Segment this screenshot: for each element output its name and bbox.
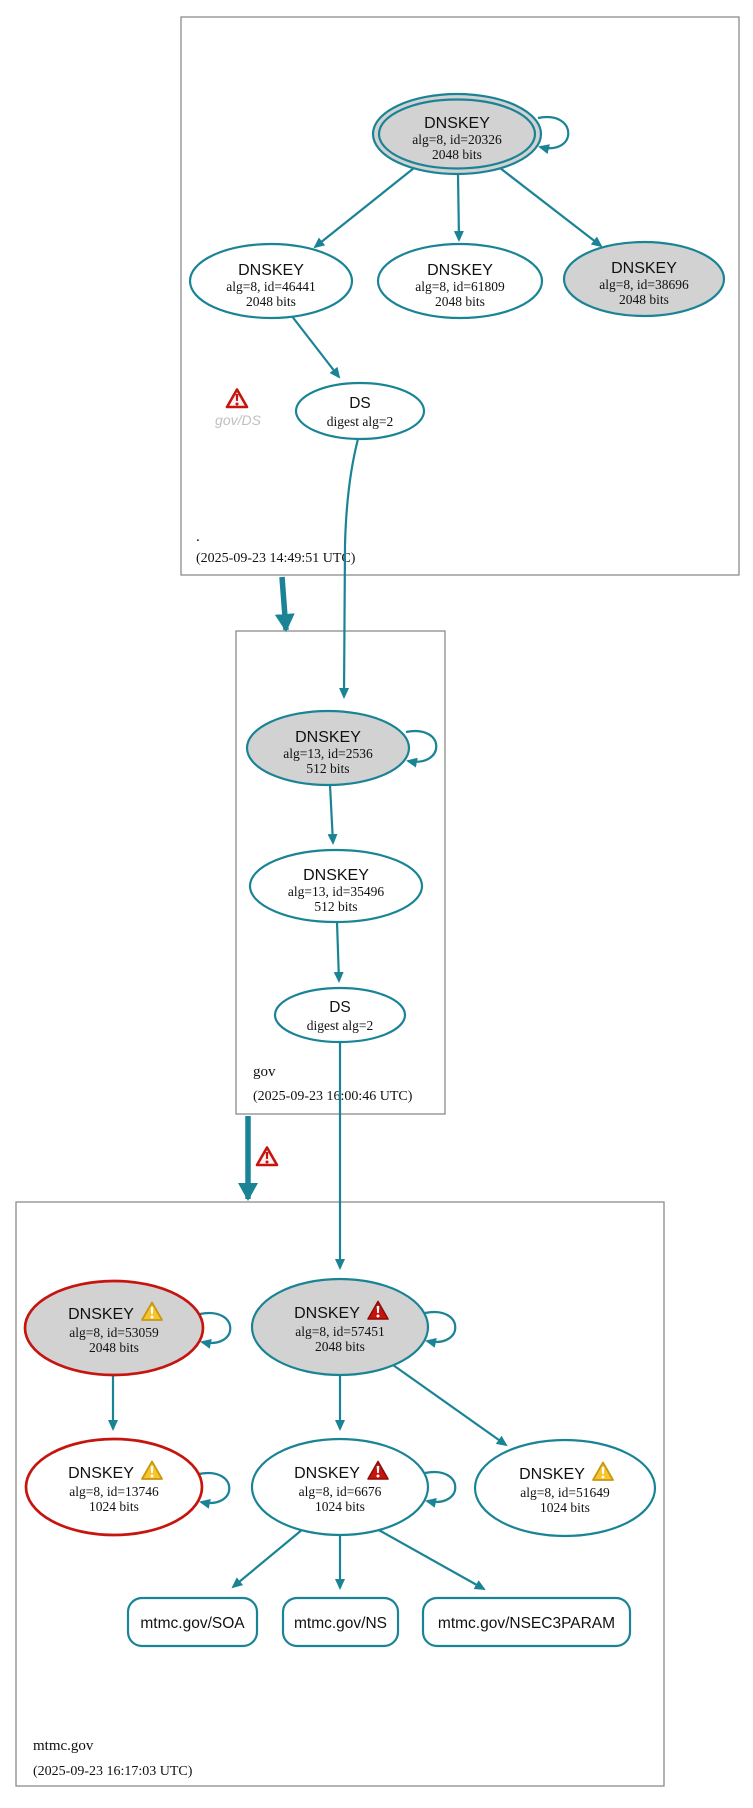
edge-ksk20326-to-zsk46441: [313, 167, 415, 249]
rrset-label: mtmc.gov/NSEC3PARAM: [438, 1615, 615, 1632]
node-title: DS: [329, 999, 351, 1016]
node-title: DNSKEY: [424, 115, 490, 132]
node-title: DNSKEY: [295, 729, 361, 746]
edge-zsk46441-to-ds: [290, 314, 341, 379]
node-detail: alg=8, id=13746: [69, 1484, 159, 1499]
node-detail: alg=8, id=57451: [295, 1324, 384, 1339]
dnskey-53059-ellipse: [23, 1279, 205, 1377]
node-detail: alg=8, id=38696: [599, 277, 689, 292]
node-bits: 2048 bits: [315, 1339, 365, 1354]
edge-ksk20326-to-zsk61809: [453, 173, 464, 242]
dnskey-6676-ellipse: [250, 1437, 430, 1537]
dnskey-2536-ellipse: [245, 709, 411, 787]
zone-timestamp-root: (2025-09-23 14:49:51 UTC): [196, 551, 356, 566]
node-title: DNSKEY: [303, 867, 369, 884]
dnskey-node-2536: DNSKEY alg=13, id=2536 512 bits: [245, 709, 411, 787]
self-loop-ksk20326: [537, 115, 570, 154]
edge-zsk35496-to-ds: [333, 921, 344, 983]
node-title: DNSKEY: [68, 1465, 134, 1482]
dnskey-node-57451: DNSKEY alg=8, id=57451 2048 bits: [250, 1277, 430, 1377]
node-title: DNSKEY: [238, 262, 304, 279]
ds-gov-ellipse: [273, 986, 407, 1044]
node-detail: digest alg=2: [307, 1018, 373, 1033]
dnskey-38696-ellipse: [562, 240, 726, 318]
rrset-node-ns: mtmc.gov/NS: [281, 1596, 400, 1648]
node-detail: alg=8, id=46441: [226, 279, 315, 294]
zone-name-gov: gov: [253, 1064, 276, 1080]
node-bits: 1024 bits: [315, 1499, 365, 1514]
self-loop-ksk57451: [424, 1310, 457, 1348]
rrset-label: mtmc.gov/NS: [294, 1615, 387, 1632]
rrset-label: mtmc.gov/SOA: [140, 1615, 245, 1632]
node-bits: 2048 bits: [246, 294, 296, 309]
node-title: DNSKEY: [294, 1305, 360, 1322]
dnskey-node-61809: DNSKEY alg=8, id=61809 2048 bits: [376, 242, 544, 320]
zone-timestamp-gov: (2025-09-23 16:00:46 UTC): [253, 1089, 413, 1104]
node-bits: 2048 bits: [89, 1340, 139, 1355]
ds-node-root: DS digest alg=2: [294, 381, 426, 441]
delegation-arrow-root-to-gov: [274, 576, 295, 632]
edge-zsk6676-to-rrset-nsec3param: [376, 1528, 486, 1590]
ds-root-ellipse: [294, 381, 426, 441]
rrset-nsec3param-box: [421, 1596, 632, 1648]
node-bits: 2048 bits: [435, 294, 485, 309]
node-bits: 512 bits: [314, 899, 357, 914]
rrset-node-nsec3param: mtmc.gov/NSEC3PARAM: [421, 1596, 632, 1648]
node-detail: alg=8, id=61809: [415, 279, 505, 294]
self-loop-zsk13746: [198, 1471, 231, 1509]
node-detail: digest alg=2: [327, 414, 393, 429]
node-title: DNSKEY: [427, 262, 493, 279]
gov-ds-warning: gov/DS: [215, 388, 262, 428]
dnskey-13746-ellipse: [24, 1437, 204, 1537]
self-loop-ksk53059: [199, 1311, 232, 1349]
node-title: DNSKEY: [68, 1306, 134, 1323]
dnskey-46441-ellipse: [188, 242, 354, 320]
dnskey-node-13746: DNSKEY alg=8, id=13746 1024 bits: [24, 1437, 204, 1537]
rrset-soa-box: [126, 1596, 259, 1648]
zone-name-mtmc-gov: mtmc.gov: [33, 1738, 94, 1754]
dnskey-node-51649: DNSKEY alg=8, id=51649 1024 bits: [473, 1438, 657, 1538]
node-bits: 2048 bits: [619, 292, 669, 307]
node-title: DNSKEY: [611, 260, 677, 277]
node-detail: alg=13, id=35496: [288, 884, 384, 899]
rrset-node-soa: mtmc.gov/SOA: [126, 1596, 259, 1648]
dnskey-57451-ellipse: [250, 1277, 430, 1377]
gov-ds-warning-label: gov/DS: [215, 412, 262, 428]
dnskey-node-38696: DNSKEY alg=8, id=38696 2048 bits: [562, 240, 726, 318]
node-detail: alg=8, id=51649: [520, 1485, 610, 1500]
zone-timestamp-mtmc-gov: (2025-09-23 16:17:03 UTC): [33, 1764, 193, 1779]
dnskey-node-35496: DNSKEY alg=13, id=35496 512 bits: [248, 848, 424, 924]
node-bits: 512 bits: [306, 761, 349, 776]
dnskey-51649-ellipse: [473, 1438, 657, 1538]
zone-name-root: .: [196, 529, 200, 545]
edge-root-ds-to-gov-ksk: [339, 438, 360, 699]
dnskey-node-20326: DNSKEY alg=8, id=20326 2048 bits: [371, 92, 543, 176]
dnskey-20326-inner-ellipse: [377, 98, 537, 170]
node-detail: alg=13, id=2536: [283, 746, 373, 761]
dnskey-35496-ellipse: [248, 848, 424, 924]
self-loop-ksk2536: [405, 729, 438, 768]
node-detail: alg=8, id=20326: [412, 132, 502, 147]
node-title: DS: [349, 395, 371, 412]
dnskey-node-46441: DNSKEY alg=8, id=46441 2048 bits: [188, 242, 354, 320]
edge-ksk2536-to-zsk35496: [327, 784, 338, 845]
dnskey-61809-ellipse: [376, 242, 544, 320]
self-loop-zsk6676: [424, 1470, 457, 1508]
dnskey-node-6676: DNSKEY alg=8, id=6676 1024 bits: [250, 1437, 430, 1537]
edge-ksk20326-to-zsk38696: [499, 167, 603, 248]
delegation-error-icon: [255, 1146, 279, 1167]
edge-zsk6676-to-rrset-soa: [231, 1528, 304, 1589]
dnskey-node-53059: DNSKEY alg=8, id=53059 2048 bits: [23, 1279, 205, 1377]
node-title: DNSKEY: [519, 1466, 585, 1483]
node-title: DNSKEY: [294, 1465, 360, 1482]
ds-node-gov: DS digest alg=2: [273, 986, 407, 1044]
node-bits: 2048 bits: [432, 147, 482, 162]
node-detail: alg=8, id=6676: [299, 1484, 382, 1499]
rrset-ns-box: [281, 1596, 400, 1648]
edge-ksk57451-to-zsk51649: [392, 1364, 508, 1447]
node-detail: alg=8, id=53059: [69, 1325, 159, 1340]
node-bits: 1024 bits: [89, 1499, 139, 1514]
node-bits: 1024 bits: [540, 1500, 590, 1515]
